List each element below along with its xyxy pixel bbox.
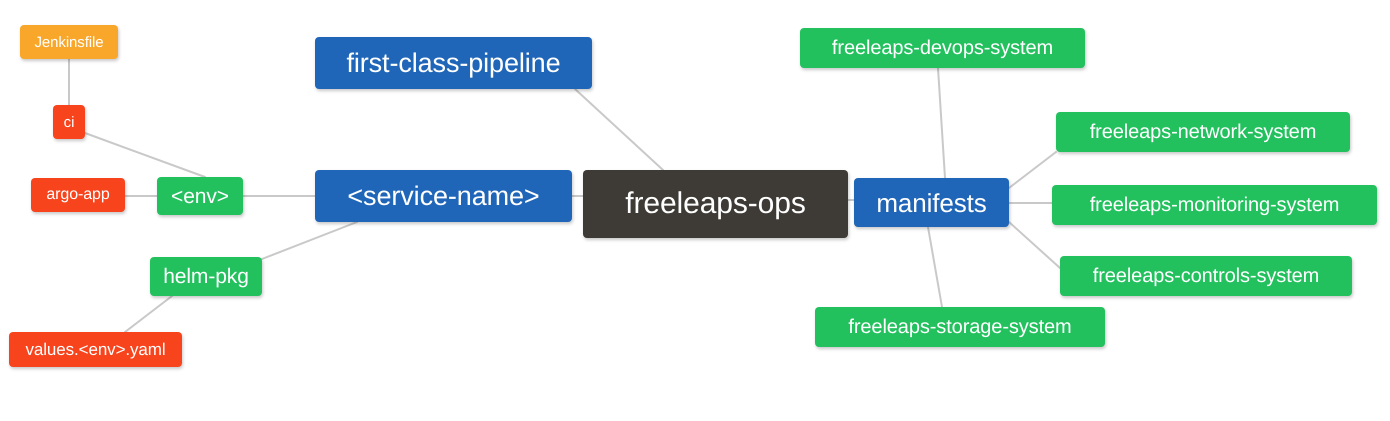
mindmap-node-label: freeleaps-monitoring-system [1089, 194, 1340, 216]
mindmap-node-label: ci [63, 113, 75, 131]
mindmap-node-freeleaps-devops-system[interactable]: freeleaps-devops-system [800, 28, 1085, 68]
mindmap-node-label: freeleaps-storage-system [848, 316, 1072, 338]
mindmap-node-helm-pkg[interactable]: helm-pkg [150, 257, 262, 296]
mindmap-node-label: freeleaps-controls-system [1092, 265, 1320, 287]
mindmap-edge [84, 132, 206, 178]
mindmap-node-freeleaps-controls-system[interactable]: freeleaps-controls-system [1060, 256, 1352, 296]
mindmap-node-label: freeleaps-ops [625, 187, 806, 220]
mindmap-node-label: values.<env>.yaml [25, 340, 166, 359]
mindmap-node-label: first-class-pipeline [346, 47, 561, 78]
mindmap-edge [1008, 221, 1061, 269]
mindmap-node-argo-app[interactable]: argo-app [31, 178, 125, 212]
mindmap-node-label: <env> [171, 184, 229, 208]
mindmap-edge [261, 221, 358, 260]
mindmap-node-label: <service-name> [347, 180, 540, 211]
mindmap-node-freeleaps-storage-system[interactable]: freeleaps-storage-system [815, 307, 1105, 347]
mindmap-node-values-yaml[interactable]: values.<env>.yaml [9, 332, 182, 367]
mindmap-node-service-name[interactable]: <service-name> [315, 170, 572, 222]
mindmap-node-label: argo-app [46, 186, 110, 203]
mindmap-edge [574, 88, 664, 171]
mindmap-node-label: freeleaps-network-system [1089, 121, 1317, 143]
mindmap-node-freeleaps-monitoring-system[interactable]: freeleaps-monitoring-system [1052, 185, 1377, 225]
mindmap-node-label: helm-pkg [163, 265, 249, 288]
mindmap-node-manifests[interactable]: manifests [854, 178, 1009, 227]
mindmap-node-label: manifests [876, 187, 987, 218]
mindmap-edge [927, 226, 943, 308]
mindmap-node-ci[interactable]: ci [53, 105, 85, 139]
mindmap-node-label: freeleaps-devops-system [831, 37, 1054, 59]
mindmap-edge [937, 67, 946, 179]
mindmap-node-first-class-pipeline[interactable]: first-class-pipeline [315, 37, 592, 89]
mindmap-node-label: Jenkinsfile [34, 33, 104, 51]
mindmap-node-freeleaps-ops[interactable]: freeleaps-ops [583, 170, 848, 238]
mindmap-edge [1008, 151, 1057, 189]
mindmap-edge [124, 295, 173, 333]
mindmap-node-env[interactable]: <env> [157, 177, 243, 215]
mindmap-node-freeleaps-network-system[interactable]: freeleaps-network-system [1056, 112, 1350, 152]
mindmap-node-jenkinsfile[interactable]: Jenkinsfile [20, 25, 118, 59]
